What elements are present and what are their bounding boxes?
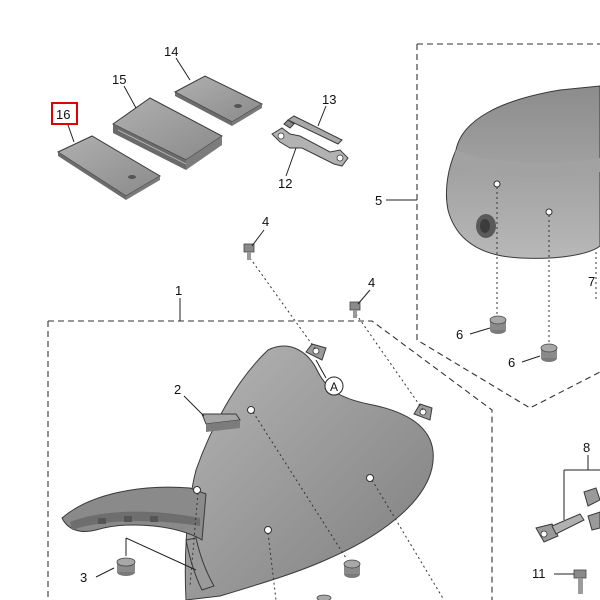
leader-12: [285, 147, 297, 177]
callout-16: 16: [56, 107, 70, 122]
front-seat-group-outline: [47, 320, 493, 600]
callout-4-left: 4: [262, 214, 269, 229]
wrench-12: [271, 127, 349, 167]
front-seat-dash-c: [267, 532, 277, 600]
callout-11: 11: [532, 566, 546, 581]
bolt-4-left: [243, 243, 255, 260]
leader-3: [95, 567, 115, 578]
key-set-8: [535, 487, 600, 543]
rear-seat-5: [445, 85, 600, 259]
leader-4a: [251, 229, 265, 247]
document-14: [173, 75, 264, 126]
callout-1: 1: [175, 283, 182, 298]
reference-a-circle: [324, 376, 344, 396]
callout-15: 15: [112, 72, 126, 87]
leader-13: [317, 105, 327, 127]
leader-3-split: [125, 537, 197, 571]
callout-14: 14: [164, 44, 178, 59]
front-seat-dash-a: [252, 411, 347, 559]
callout-7: 7: [588, 274, 595, 289]
document-16: [56, 135, 161, 200]
callout-5: 5: [375, 193, 382, 208]
bolt-4-dash-left: [249, 257, 317, 351]
reference-a-label: A: [330, 380, 338, 394]
callout-4-right: 4: [368, 275, 375, 290]
callout-16-highlight-box: [51, 102, 78, 125]
leader-14: [175, 57, 191, 81]
damper-2: [201, 413, 241, 432]
leader-6a: [469, 327, 491, 335]
nut-6-lower: [540, 343, 558, 362]
rear-seat-group-outline: [416, 43, 600, 409]
callout-6-upper: 6: [456, 327, 463, 342]
front-seat-1: [61, 343, 434, 600]
bolt-4-right: [349, 301, 361, 318]
bolt-4-dash-right: [355, 313, 424, 411]
callout-3: 3: [80, 570, 87, 585]
leader-2: [183, 395, 205, 417]
nut-3: [116, 557, 136, 576]
callout-6-lower: 6: [508, 355, 515, 370]
callout-13: 13: [322, 92, 336, 107]
leader-6b: [521, 355, 541, 363]
bolt-11: [573, 569, 587, 594]
nut-front-middle: [343, 559, 361, 578]
leader-16: [67, 124, 75, 143]
manual-book-15: [112, 97, 223, 170]
leader-15: [123, 85, 137, 109]
front-seat-dash-b: [371, 479, 445, 600]
callout-8: 8: [583, 440, 590, 455]
front-seat-dash-d: [189, 492, 199, 587]
nut-6-upper: [489, 315, 507, 334]
leader-8: [563, 455, 600, 520]
tool-13: [283, 115, 343, 145]
callout-12: 12: [278, 176, 292, 191]
leader-ref-a: [315, 359, 327, 379]
nut-front-bottom: [316, 594, 332, 600]
callout-2: 2: [174, 382, 181, 397]
leader-4b: [357, 289, 371, 305]
